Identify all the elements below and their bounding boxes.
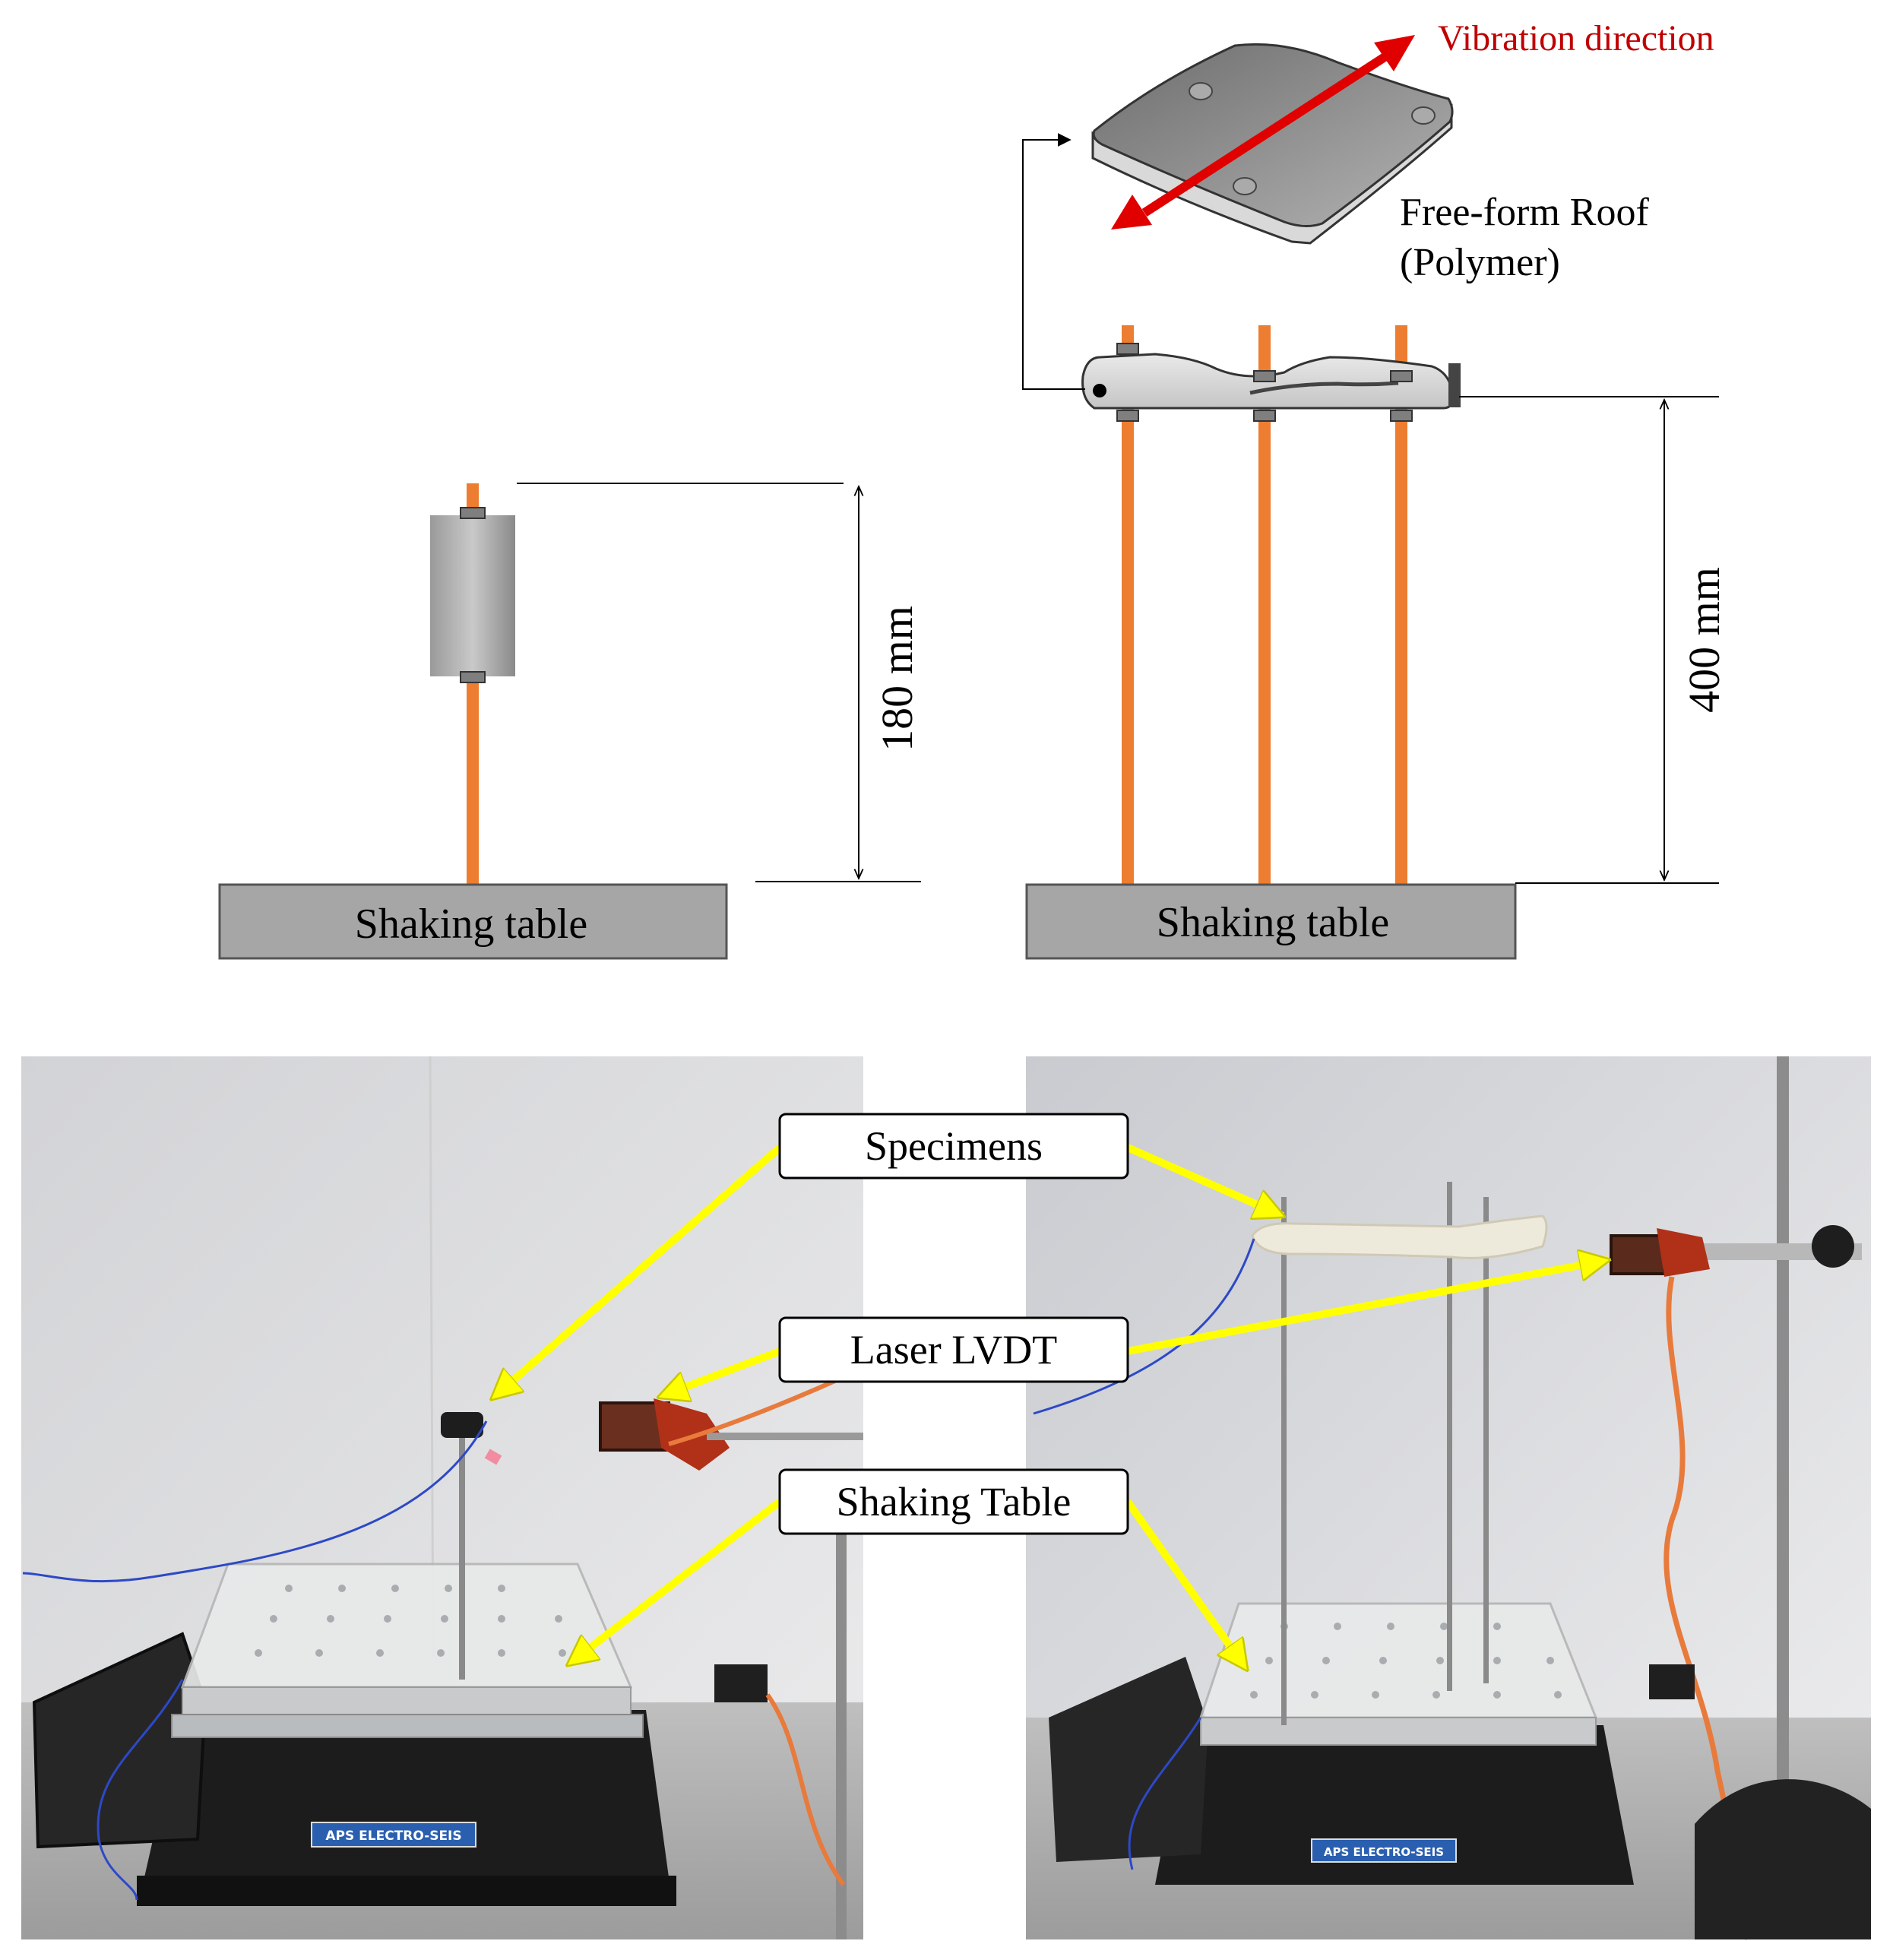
roof-label-line1: Free-form Roof [1400, 191, 1649, 234]
callout-specimens-label: Specimens [865, 1123, 1043, 1169]
right-aux-laser [1649, 1664, 1695, 1699]
right-table-label: Shaking table [1157, 899, 1389, 946]
left-shaker-feet [137, 1876, 676, 1906]
right-laser-clamp [1657, 1228, 1710, 1277]
callout-laser: Laser LVDT [778, 1316, 1129, 1383]
right-photo-roof [1251, 1214, 1548, 1259]
right-plate-holes [1250, 1623, 1562, 1699]
callout-specimens: Specimens [778, 1113, 1129, 1179]
left-schematic: Shaking table 180 mm [218, 483, 922, 960]
arrow-specimen-left [492, 1145, 783, 1398]
right-shaking-table [1025, 883, 1517, 960]
left-table-plate-front [182, 1686, 632, 1715]
right-schematic: Shaking table 400 mm Vibration direction… [1022, 18, 1729, 960]
roof-label-line2: (Polymer) [1400, 241, 1560, 284]
left-shaking-table [218, 883, 728, 960]
roof-isometric [1091, 43, 1454, 245]
left-specimen-rod [459, 1429, 465, 1680]
left-table-plate [180, 1563, 633, 1689]
right-photo-rod-2 [1447, 1182, 1452, 1691]
callout-laser-label: Laser LVDT [850, 1327, 1057, 1373]
left-specimen-tag [484, 1449, 502, 1465]
right-laser-unit [1610, 1234, 1666, 1275]
left-table-base-plate [171, 1714, 644, 1738]
right-photo-rod-1 [1281, 1197, 1287, 1725]
clamp-1-top [1116, 343, 1139, 355]
left-sensor-cable [22, 1420, 488, 1583]
clamp-2-bottom [1253, 410, 1276, 422]
right-shaker-body [1155, 1725, 1634, 1885]
arrow-laser-right [1127, 1260, 1608, 1355]
clamp-3-bottom [1390, 410, 1413, 422]
right-photo-rod-3 [1483, 1197, 1489, 1683]
right-sensor-cable-2 [1128, 1717, 1202, 1870]
left-wall-seam [429, 1056, 435, 1658]
right-stand-knob [1812, 1225, 1854, 1268]
left-shaker-side-frame [32, 1632, 207, 1849]
clamp-1-bottom [1116, 410, 1139, 422]
right-rod-1 [1122, 325, 1134, 886]
roof-inner-curve [1249, 381, 1399, 395]
right-rod-3 [1395, 325, 1407, 886]
right-stand-rod [1777, 1056, 1789, 1939]
roof-hole-1 [1189, 82, 1213, 100]
roof-pivot-dot [1093, 384, 1106, 397]
right-table-plate-front [1200, 1717, 1597, 1746]
roof-hole-3 [1233, 177, 1257, 195]
left-laser-clamp [654, 1398, 730, 1471]
arrow-table-left [568, 1499, 783, 1664]
left-photo-aux-cable [765, 1693, 846, 1886]
left-sensor-cable-2 [97, 1679, 184, 1901]
left-clamp-bottom [460, 671, 486, 683]
callout-shaking-table: Shaking Table [778, 1468, 1129, 1535]
roof-leader-line [1022, 133, 1085, 390]
right-sensor-cable [1033, 1238, 1255, 1415]
right-brand-text: APS ELECTRO-SEIS [1324, 1845, 1444, 1859]
clamp-3-top [1390, 370, 1413, 382]
right-table-plate [1198, 1602, 1598, 1719]
left-photo: APS ELECTRO-SEIS [21, 1056, 865, 1939]
left-brand-plate [311, 1822, 476, 1848]
right-rod-2 [1258, 325, 1271, 886]
callout-arrows [492, 1144, 1608, 1669]
left-photo-aux-laser [714, 1664, 768, 1702]
right-stand-base [1695, 1779, 1871, 1939]
roof-hole-2 [1411, 106, 1436, 125]
left-mass-block [430, 515, 515, 676]
left-photo-stand-rod [836, 1520, 847, 1939]
right-end-cap [1448, 363, 1461, 407]
left-table-label: Shaking table [355, 901, 587, 948]
left-clamp-top [460, 507, 486, 519]
arrow-laser-left [660, 1347, 781, 1397]
left-specimen-mass [441, 1412, 483, 1438]
left-plate-holes [255, 1585, 566, 1657]
right-shaker-side-frame [1049, 1657, 1208, 1862]
right-brand-plate [1311, 1838, 1457, 1863]
left-brand-text: APS ELECTRO-SEIS [325, 1829, 461, 1844]
clamp-2-top [1253, 370, 1276, 382]
right-photo: APS ELECTRO-SEIS [1026, 1056, 1871, 1940]
left-shaker-body [144, 1710, 669, 1877]
vibration-label: Vibration direction [1438, 18, 1714, 59]
arrow-specimen-right [1125, 1144, 1283, 1216]
arrow-table-right [1124, 1499, 1250, 1669]
roof-iso-top [1092, 43, 1454, 227]
callout-shaking-table-label: Shaking Table [837, 1479, 1072, 1525]
left-height-label: 180 mm [872, 606, 922, 752]
right-height-label: 400 mm [1679, 567, 1729, 713]
vibration-arrow [1111, 35, 1415, 230]
